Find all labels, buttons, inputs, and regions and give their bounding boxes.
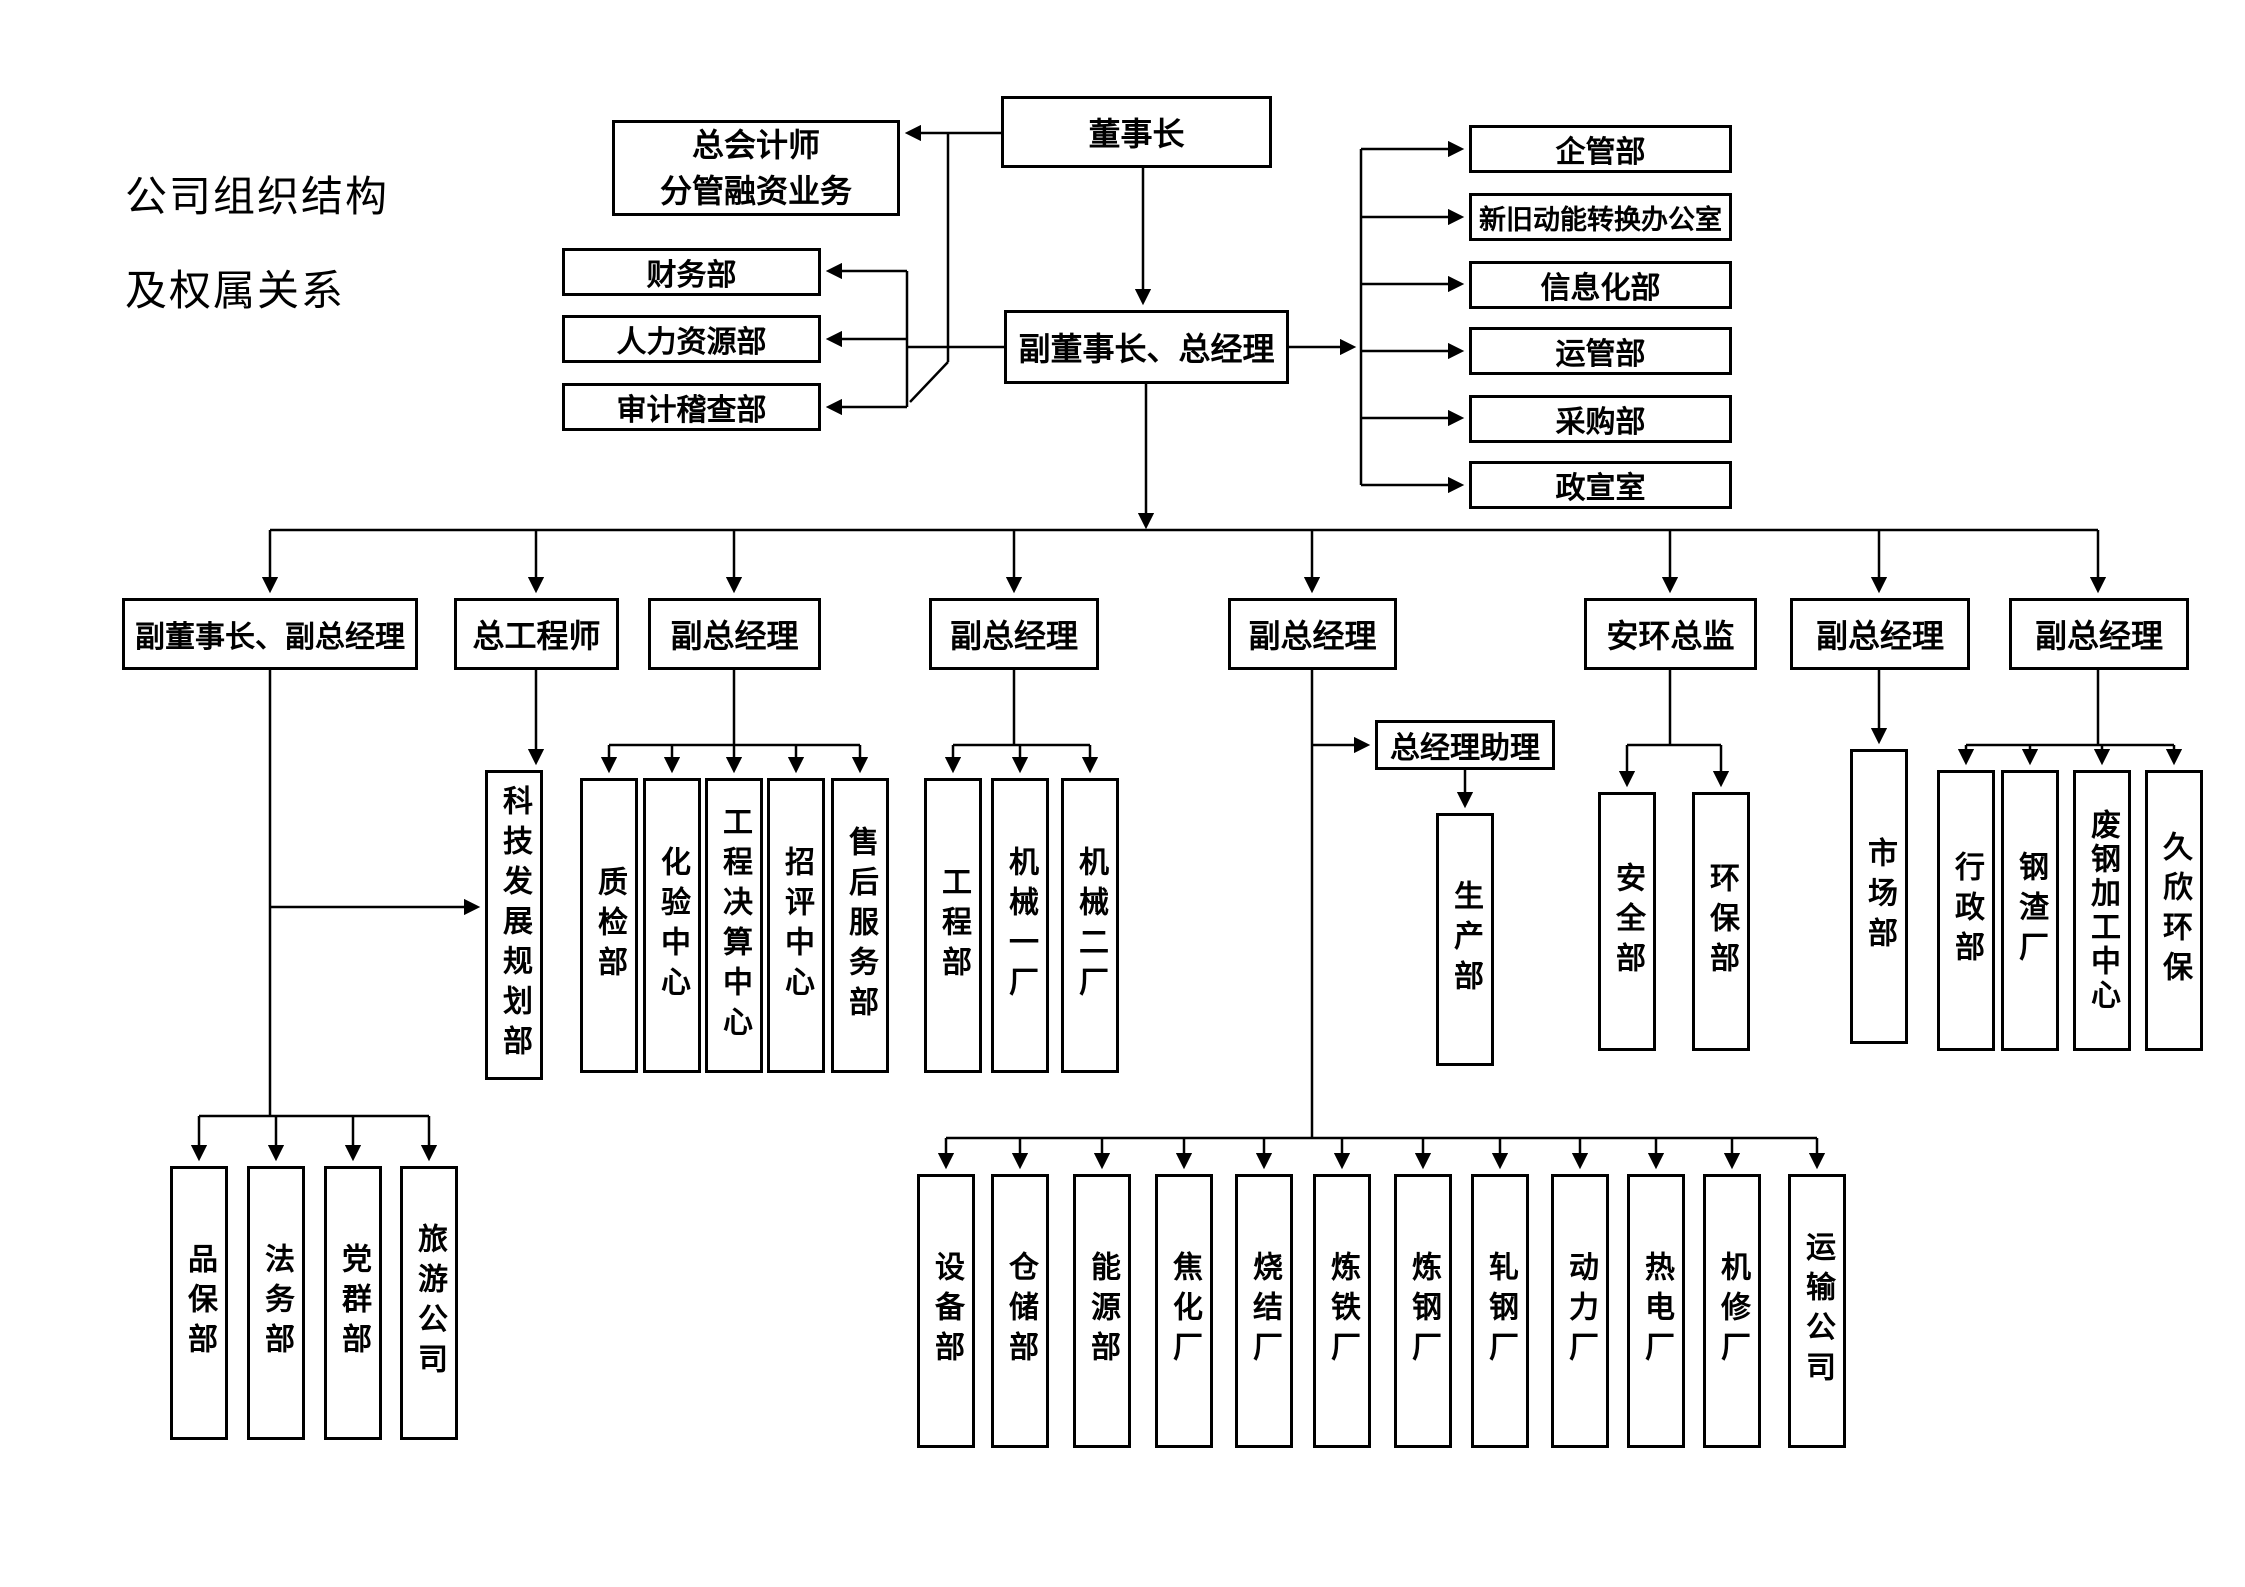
node-publicity-office: 政宣室 — [1469, 461, 1732, 509]
node-coking-plant: 焦化厂 — [1155, 1174, 1213, 1448]
node-after-sales-service-dept: 售后服务部 — [831, 778, 889, 1073]
node-deputy-gm-production: 副总经理 — [1228, 598, 1397, 670]
node-env-protection-dept: 环保部 — [1692, 792, 1750, 1051]
node-production-dept: 生产部 — [1436, 813, 1494, 1066]
node-procurement-dept: 采购部 — [1469, 395, 1732, 443]
node-ironmaking-plant: 炼铁厂 — [1313, 1174, 1371, 1448]
node-audit-dept: 审计稽查部 — [562, 383, 821, 431]
node-chief-accountant-line2: 分管融资业务 — [659, 172, 852, 210]
node-machinery-plant-1: 机械一厂 — [991, 778, 1049, 1073]
node-deputy-gm-machinery: 副总经理 — [929, 598, 1099, 670]
node-tourism-company: 旅游公司 — [400, 1166, 458, 1440]
node-tech-dev-planning-dept: 科技发展规划部 — [485, 770, 543, 1080]
node-steelmaking-plant: 炼钢厂 — [1394, 1174, 1452, 1448]
diagram-title: 公司组织结构 及权属关系 — [125, 150, 389, 338]
node-legal-dept: 法务部 — [247, 1166, 305, 1440]
node-hr-dept: 人力资源部 — [562, 315, 821, 363]
node-kinetic-conversion-office: 新旧动能转换办公室 — [1469, 193, 1732, 241]
node-bid-evaluation-center: 招评中心 — [767, 778, 825, 1073]
node-rolling-plant: 轧钢厂 — [1471, 1174, 1529, 1448]
node-quality-assurance-dept: 品保部 — [170, 1166, 228, 1440]
node-safety-dept: 安全部 — [1598, 792, 1656, 1051]
node-deputy-gm-quality: 副总经理 — [648, 598, 821, 670]
node-machine-repair-plant: 机修厂 — [1703, 1174, 1761, 1448]
node-energy-dept: 能源部 — [1073, 1174, 1131, 1448]
node-party-mass-dept: 党群部 — [324, 1166, 382, 1440]
node-transport-company: 运输公司 — [1788, 1174, 1846, 1448]
node-admin-dept: 行政部 — [1937, 770, 1995, 1051]
node-gm-assistant: 总经理助理 — [1375, 720, 1555, 770]
node-safety-env-director: 安环总监 — [1584, 598, 1757, 670]
node-operation-mgmt-dept: 运管部 — [1469, 327, 1732, 375]
node-deputy-gm-market: 副总经理 — [1790, 598, 1970, 670]
node-steel-slag-plant: 钢渣厂 — [2001, 770, 2059, 1051]
node-final-account-center: 工程决算中心 — [705, 778, 763, 1073]
node-quality-inspection-dept: 质检部 — [580, 778, 638, 1073]
node-scrap-processing-center: 废钢加工中心 — [2073, 770, 2131, 1051]
node-jiuxin-env-company: 久欣环保 — [2145, 770, 2203, 1051]
node-thermal-power-plant: 热电厂 — [1627, 1174, 1685, 1448]
node-vice-chairman-gm: 副董事长、总经理 — [1004, 310, 1289, 384]
node-warehouse-dept: 仓储部 — [991, 1174, 1049, 1448]
node-assay-center: 化验中心 — [643, 778, 701, 1073]
node-vice-chairman-deputy-gm: 副董事长、副总经理 — [122, 598, 418, 670]
diagram-title-line1: 公司组织结构 — [125, 172, 390, 221]
node-deputy-gm-admin: 副总经理 — [2009, 598, 2189, 670]
node-equipment-dept: 设备部 — [917, 1174, 975, 1448]
node-engineering-dept: 工程部 — [924, 778, 982, 1073]
node-machinery-plant-2: 机械二厂 — [1061, 778, 1119, 1073]
node-market-dept: 市场部 — [1850, 749, 1908, 1044]
diagram-title-line2: 及权属关系 — [125, 266, 346, 315]
node-sintering-plant: 烧结厂 — [1235, 1174, 1293, 1448]
node-chief-accountant-line1: 总会计师 — [691, 125, 820, 164]
node-informatization-dept: 信息化部 — [1469, 261, 1732, 309]
node-chief-accountant: 总会计师 分管融资业务 — [612, 120, 900, 216]
node-chief-engineer: 总工程师 — [454, 598, 619, 670]
node-finance-dept: 财务部 — [562, 248, 821, 296]
node-enterprise-mgmt-dept: 企管部 — [1469, 125, 1732, 173]
node-chairman: 董事长 — [1001, 96, 1272, 168]
node-power-plant: 动力厂 — [1551, 1174, 1609, 1448]
